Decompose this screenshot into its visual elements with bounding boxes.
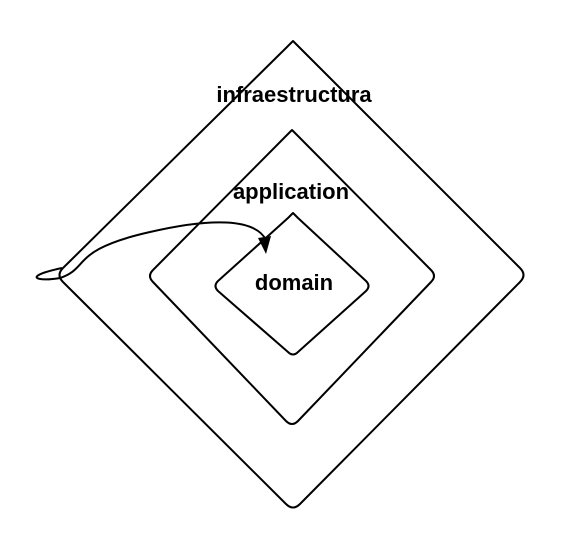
application-layer: application <box>149 129 435 425</box>
domain-label: domain <box>255 270 333 295</box>
infraestructura-label: infraestructura <box>216 82 372 107</box>
application-diamond <box>149 129 435 425</box>
infraestructura-diamond <box>58 40 525 509</box>
domain-diamond <box>214 212 370 356</box>
dependency-arrowhead <box>258 236 271 254</box>
dependency-arrow <box>35 221 271 281</box>
domain-layer: domain <box>214 212 370 356</box>
application-label: application <box>233 179 349 204</box>
infraestructura-layer: infraestructura <box>58 40 525 509</box>
dependency-arrow-curve <box>35 221 267 281</box>
